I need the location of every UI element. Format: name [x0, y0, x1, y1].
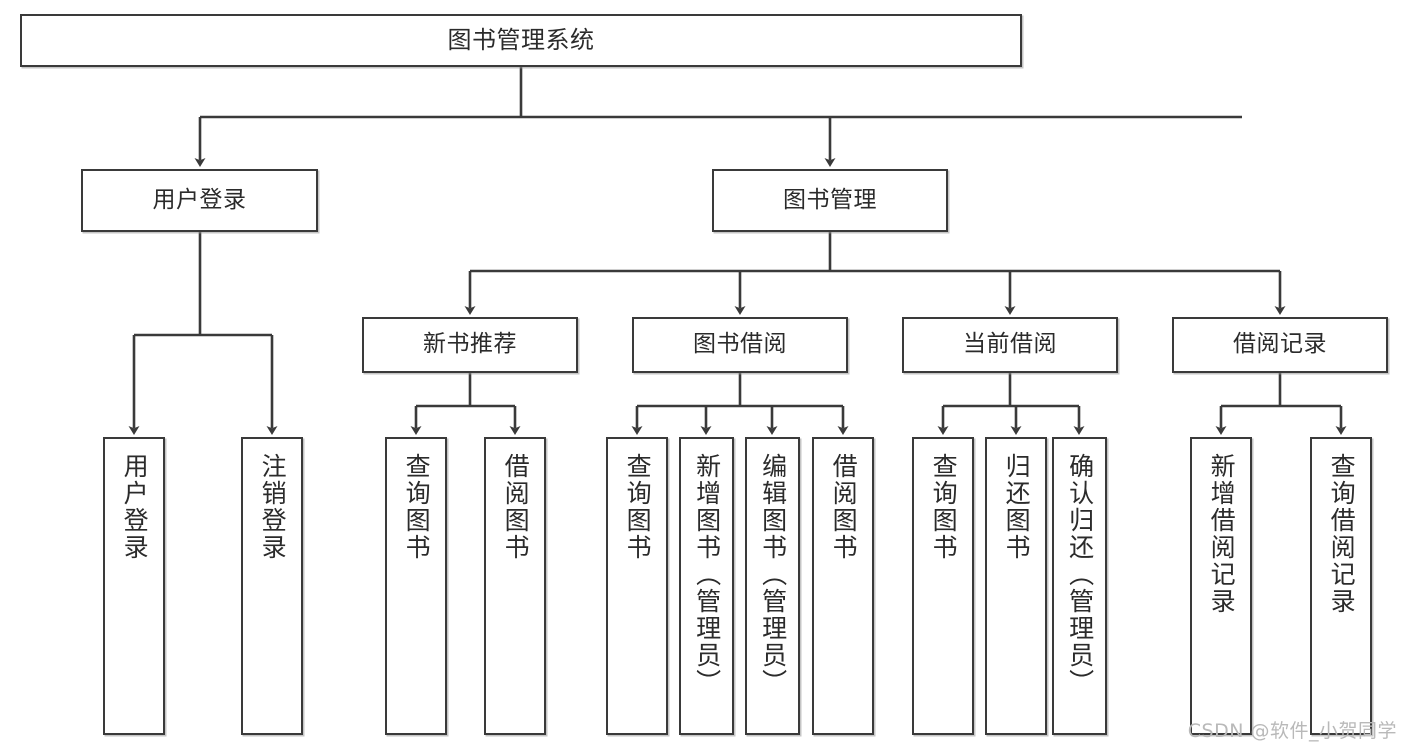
node-leaf-borrow-book-rec[interactable]: 借阅图书	[484, 437, 546, 735]
node-leaf-confirm-return[interactable]: 确认归还（管理员）	[1052, 437, 1107, 735]
node-label: 借阅记录	[1233, 331, 1327, 358]
node-label: 确认归还（管理员）	[1065, 453, 1095, 696]
node-leaf-query-record[interactable]: 查询借阅记录	[1310, 437, 1372, 735]
node-leaf-query-book-cb[interactable]: 查询图书	[912, 437, 974, 735]
node-label: 归还图书	[1002, 453, 1032, 561]
node-label: 借阅图书	[829, 453, 859, 561]
node-leaf-edit-book[interactable]: 编辑图书（管理员）	[745, 437, 800, 735]
node-current-borrow[interactable]: 当前借阅	[902, 317, 1118, 373]
node-leaf-user-login[interactable]: 用户登录	[103, 437, 165, 735]
node-label: 新增借阅记录	[1207, 453, 1237, 615]
node-label: 新书推荐	[423, 331, 517, 358]
node-label: 编辑图书（管理员）	[758, 453, 788, 696]
node-leaf-add-book[interactable]: 新增图书（管理员）	[679, 437, 734, 735]
node-label: 查询借阅记录	[1327, 453, 1357, 615]
node-label: 当前借阅	[963, 331, 1057, 358]
node-leaf-query-book-bb[interactable]: 查询图书	[606, 437, 668, 735]
node-label: 用户登录	[152, 186, 247, 213]
node-label: 图书管理	[783, 186, 877, 213]
node-book-borrow[interactable]: 图书借阅	[632, 317, 848, 373]
node-root-system[interactable]: 图书管理系统	[20, 14, 1022, 67]
node-new-book-rec[interactable]: 新书推荐	[362, 317, 578, 373]
watermark-text: CSDN @软件_小贺同学	[1187, 720, 1397, 742]
node-label: 查询图书	[929, 453, 959, 561]
node-label: 查询图书	[623, 453, 653, 561]
node-label: 用户登录	[120, 453, 150, 561]
node-label: 借阅图书	[501, 453, 531, 561]
node-leaf-add-record[interactable]: 新增借阅记录	[1190, 437, 1252, 735]
node-leaf-borrow-book-bb[interactable]: 借阅图书	[812, 437, 874, 735]
node-leaf-user-logout[interactable]: 注销登录	[241, 437, 303, 735]
node-borrow-record[interactable]: 借阅记录	[1172, 317, 1388, 373]
node-user-login[interactable]: 用户登录	[81, 169, 318, 232]
node-label: 查询图书	[402, 453, 432, 561]
node-leaf-return-book[interactable]: 归还图书	[985, 437, 1047, 735]
node-leaf-query-book-rec[interactable]: 查询图书	[385, 437, 447, 735]
node-label: 注销登录	[258, 453, 288, 561]
node-book-manage[interactable]: 图书管理	[712, 169, 948, 232]
node-label: 图书借阅	[693, 331, 787, 358]
node-label: 图书管理系统	[447, 26, 595, 55]
node-label: 新增图书（管理员）	[692, 453, 722, 696]
